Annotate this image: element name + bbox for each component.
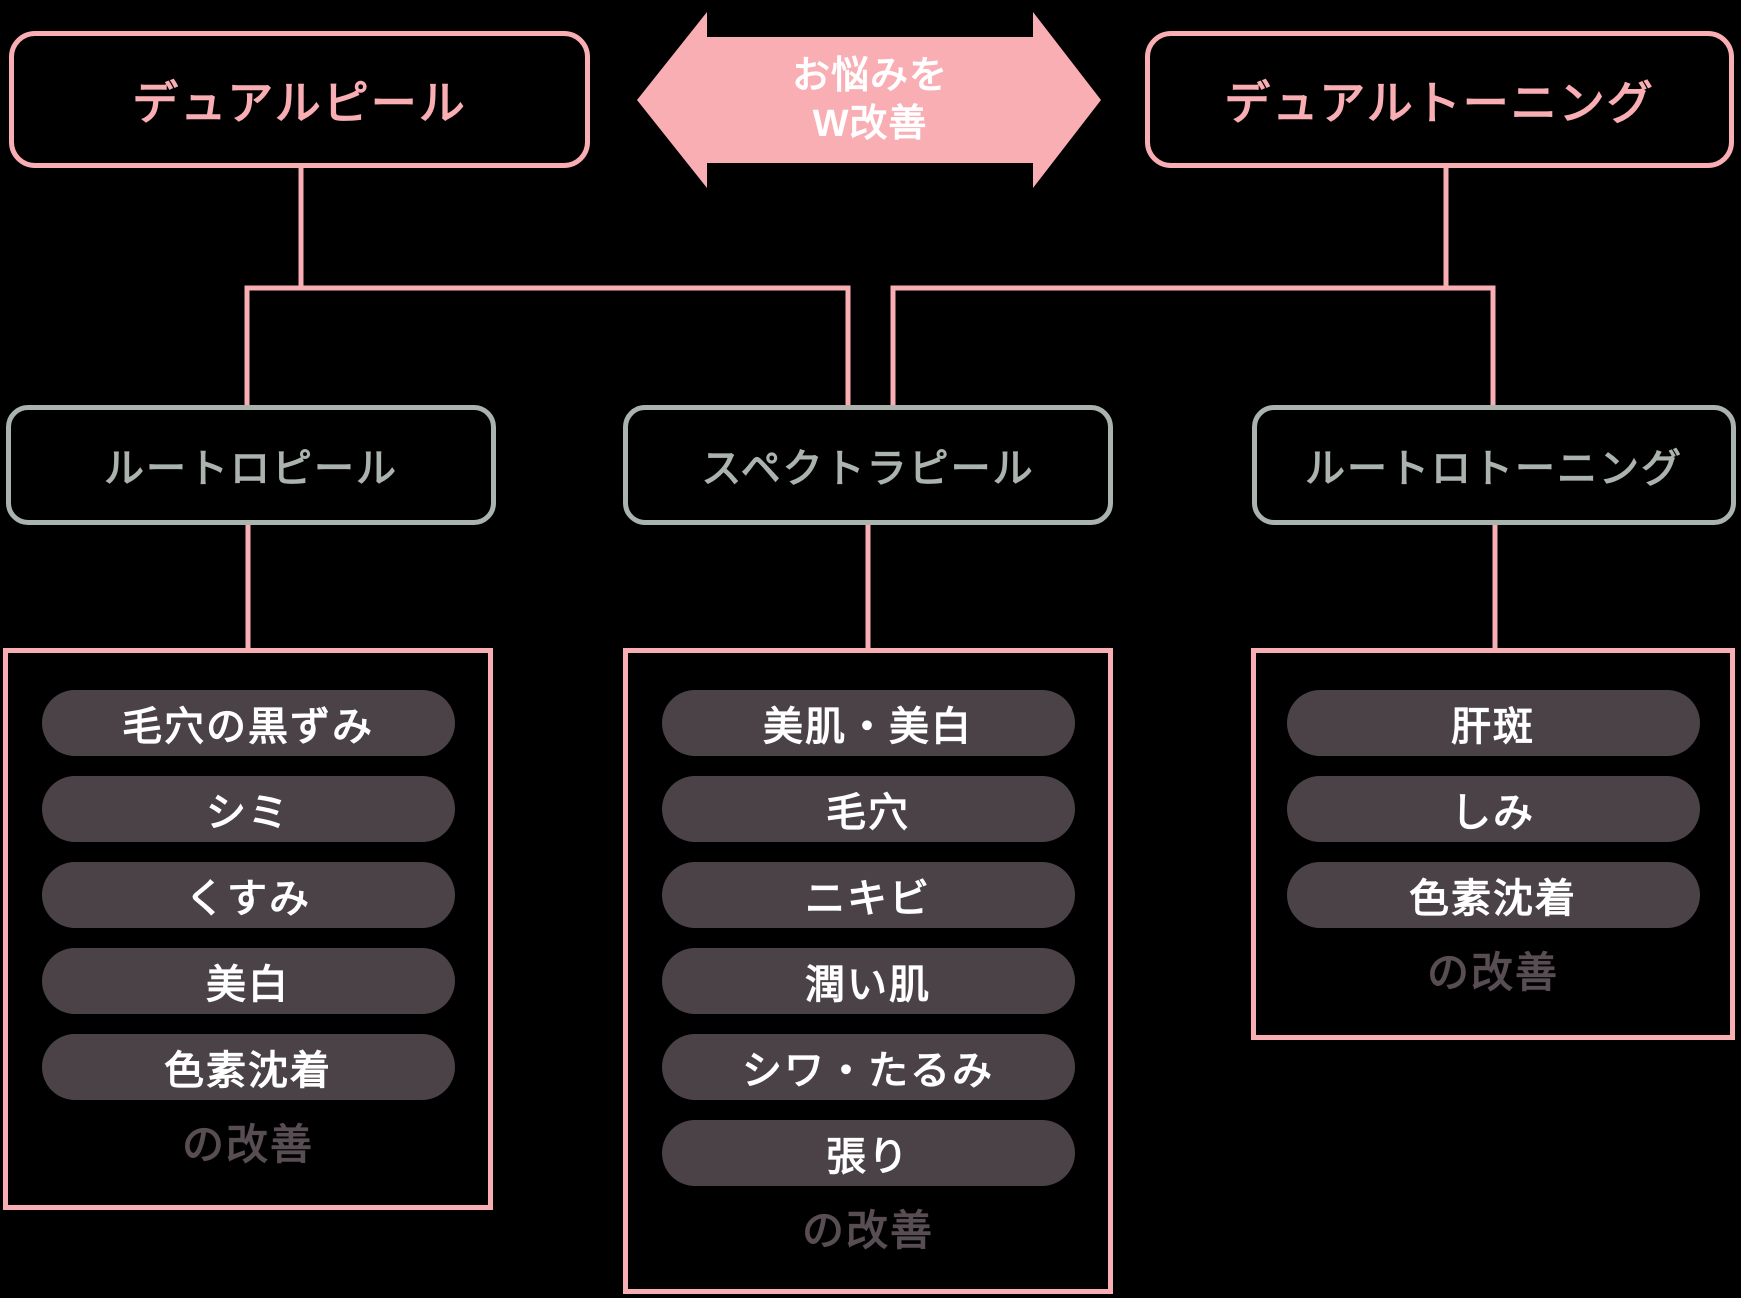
node-spectra-peel-label: スペクトラピール <box>701 447 1035 491</box>
node-dual-toning-label: デュアルトーニング <box>1224 76 1655 129</box>
node-lutronic-peel: ルートロピール <box>6 405 496 525</box>
benefit-pill-label: 色素沈着 <box>164 1049 332 1093</box>
node-lutronic-toning: ルートロトーニング <box>1252 405 1736 525</box>
benefit-pill: 色素沈着 <box>41 1034 455 1100</box>
benefit-panel-spectra-peel: 美肌・美白 毛穴 ニキビ 潤い肌 シワ・たるみ 張り の改善 <box>623 648 1113 1294</box>
benefit-pill: 美肌・美白 <box>661 690 1075 756</box>
benefit-pill: 毛穴の黒ずみ <box>41 690 455 756</box>
benefit-pill-label: ニキビ <box>805 877 931 921</box>
double-arrow-shape <box>637 12 1101 188</box>
benefit-pill-label: 美白 <box>206 963 290 1007</box>
benefit-pill-label: 潤い肌 <box>805 963 931 1007</box>
connector-left-tree <box>244 285 851 405</box>
node-lutronic-peel-label: ルートロピール <box>104 447 398 491</box>
benefit-pill: 張り <box>661 1120 1075 1186</box>
benefit-pill: 色素沈着 <box>1286 862 1700 928</box>
benefit-pill: シミ <box>41 776 455 842</box>
arrow-label-line2: W改善 <box>812 103 928 145</box>
node-dual-toning: デュアルトーニング <box>1145 31 1734 168</box>
benefit-pill: シワ・たるみ <box>661 1034 1075 1100</box>
benefit-pill-label: 色素沈着 <box>1409 877 1577 921</box>
benefit-panel-lutronic-peel: 毛穴の黒ずみ シミ くすみ 美白 色素沈着 の改善 <box>3 648 493 1210</box>
node-lutronic-toning-label: ルートロトーニング <box>1305 447 1683 491</box>
node-spectra-peel: スペクトラピール <box>623 405 1113 525</box>
arrow-label-line1: お悩みを <box>791 55 948 97</box>
improvement-label: の改善 <box>801 1207 934 1254</box>
benefit-pill: 肝斑 <box>1286 690 1700 756</box>
benefit-pill: 潤い肌 <box>661 948 1075 1014</box>
benefit-pill-label: 肝斑 <box>1451 705 1535 749</box>
benefit-pill-label: 毛穴 <box>826 791 910 835</box>
node-dual-peel-label: デュアルピール <box>132 76 467 129</box>
benefit-pill-label: 張り <box>826 1135 910 1179</box>
improvement-label: の改善 <box>181 1121 314 1168</box>
benefit-pill-label: シミ <box>206 791 290 835</box>
benefit-pill: くすみ <box>41 862 455 928</box>
connector-right-tree <box>890 285 1496 405</box>
benefit-pill-label: シワ・たるみ <box>742 1049 994 1093</box>
benefit-pill-label: しみ <box>1451 791 1535 835</box>
benefit-pill-label: 毛穴の黒ずみ <box>122 705 374 749</box>
benefit-pill: 美白 <box>41 948 455 1014</box>
benefit-pill: 毛穴 <box>661 776 1075 842</box>
improvement-label: の改善 <box>1426 949 1559 996</box>
node-dual-peel: デュアルピール <box>9 31 590 168</box>
benefit-pill: しみ <box>1286 776 1700 842</box>
benefit-pill-label: 美肌・美白 <box>763 705 973 749</box>
benefit-panel-lutronic-toning: 肝斑 しみ 色素沈着 の改善 <box>1251 648 1735 1040</box>
benefit-pill-label: くすみ <box>185 877 311 921</box>
arrow-label: お悩みを W改善 <box>707 28 1033 172</box>
benefit-pill: ニキビ <box>661 862 1075 928</box>
